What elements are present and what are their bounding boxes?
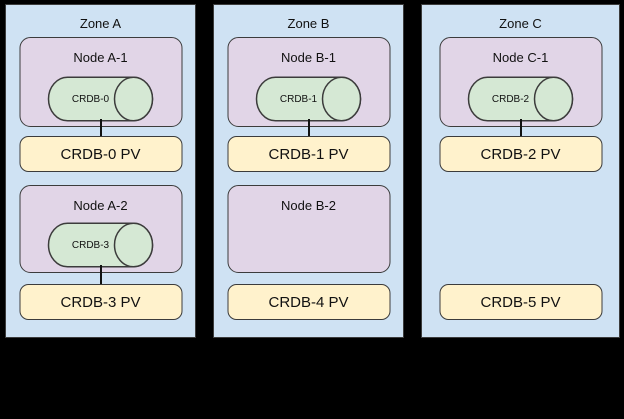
pv-a1: CRDB-0 PV [19, 136, 182, 172]
node-b2: Node B-2 [227, 185, 390, 273]
connector-line [307, 119, 310, 138]
pv-c2: CRDB-5 PV [439, 284, 602, 320]
pv-b1: CRDB-1 PV [227, 136, 390, 172]
db-a1-label: CRDB-0 [71, 93, 110, 105]
pv-b1-label: CRDB-1 PV [268, 145, 349, 163]
connector-line [99, 265, 102, 286]
db-cylinder-icon: CRDB-0 [47, 76, 154, 122]
node-a2-label: Node A-2 [73, 198, 128, 213]
db-c1-label: CRDB-2 [491, 93, 530, 105]
zone-c-label: Zone C [499, 16, 542, 31]
connector-line [99, 119, 102, 138]
zone-a: Zone A Node A-1 CRDB-0 CRDB-0 PV Node A-… [5, 4, 196, 338]
pv-b2: CRDB-4 PV [227, 284, 390, 320]
db-b1-label: CRDB-1 [279, 93, 318, 105]
pv-b2-label: CRDB-4 PV [268, 293, 349, 311]
node-a1: Node A-1 CRDB-0 [19, 37, 182, 127]
db-cylinder-icon: CRDB-2 [467, 76, 574, 122]
pv-a2: CRDB-3 PV [19, 284, 182, 320]
node-a2: Node A-2 CRDB-3 [19, 185, 182, 273]
pv-c1: CRDB-2 PV [439, 136, 602, 172]
db-a2-label: CRDB-3 [71, 239, 110, 251]
pv-c2-label: CRDB-5 PV [480, 293, 561, 311]
node-a1-label: Node A-1 [73, 50, 128, 65]
zone-c: Zone C Node C-1 CRDB-2 CRDB-2 PV CRDB-5 … [421, 4, 620, 338]
pv-a2-label: CRDB-3 PV [60, 293, 141, 311]
db-cylinder-icon: CRDB-1 [255, 76, 362, 122]
node-c1-label: Node C-1 [492, 50, 549, 65]
connector-line [519, 119, 522, 138]
zone-b-label: Zone B [287, 16, 330, 31]
node-c1: Node C-1 CRDB-2 [439, 37, 602, 127]
pv-c1-label: CRDB-2 PV [480, 145, 561, 163]
node-b1: Node B-1 CRDB-1 [227, 37, 390, 127]
zone-a-label: Zone A [79, 16, 122, 31]
pv-a1-label: CRDB-0 PV [60, 145, 141, 163]
node-b1-label: Node B-1 [281, 50, 336, 65]
node-b2-label: Node B-2 [281, 198, 336, 213]
zone-b: Zone B Node B-1 CRDB-1 CRDB-1 PV Node B-… [213, 4, 404, 338]
db-cylinder-icon: CRDB-3 [47, 222, 154, 268]
